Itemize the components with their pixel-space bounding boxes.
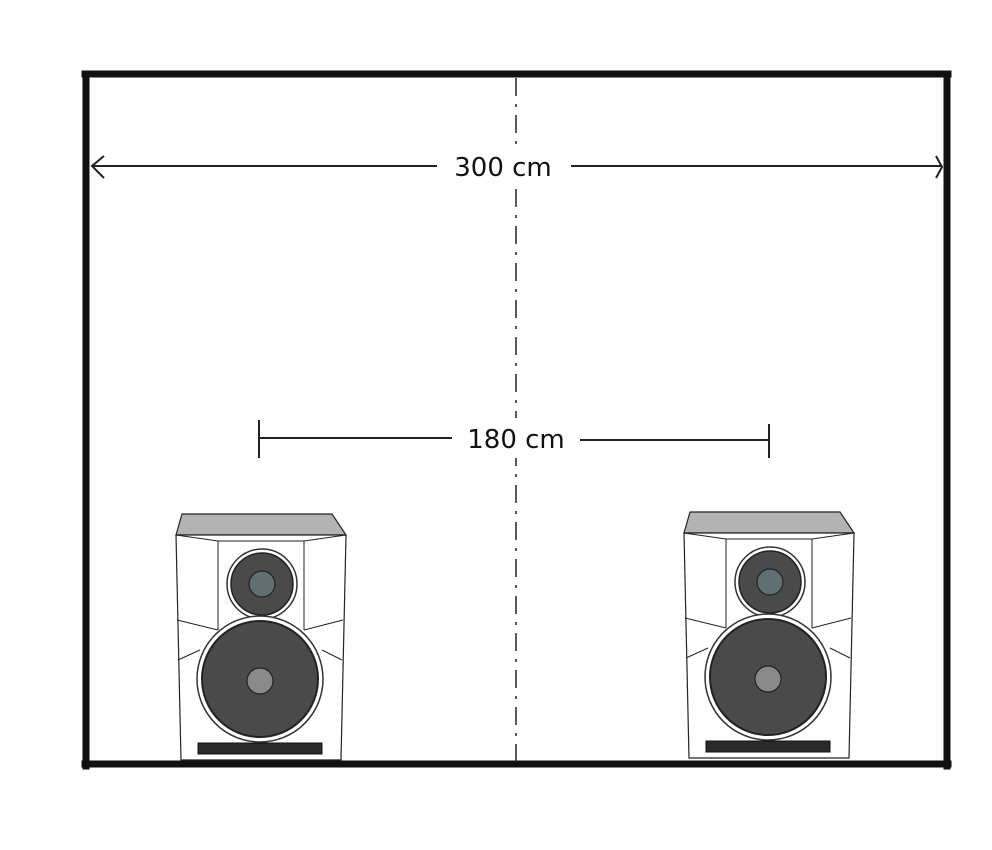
speaker-top-panel (683, 511, 856, 534)
left-speaker (175, 513, 348, 761)
speaker-spacing-label: 180 cm (467, 425, 565, 455)
tweeter-dome (248, 570, 276, 598)
room-width-arrow-right (935, 155, 944, 179)
speaker-top-panel (175, 513, 348, 536)
tweeter-dome (756, 568, 784, 596)
woofer-cap (754, 665, 782, 693)
room-width-dimension (90, 155, 944, 179)
woofer-cap (246, 667, 274, 695)
right-speaker (683, 511, 856, 759)
bass-port (197, 742, 323, 755)
room-walls (81, 70, 952, 770)
speaker-spacing-dimension (258, 420, 770, 458)
room-width-arrow-left (90, 155, 105, 179)
room-width-label: 300 cm (454, 153, 552, 183)
bass-port (705, 740, 831, 753)
